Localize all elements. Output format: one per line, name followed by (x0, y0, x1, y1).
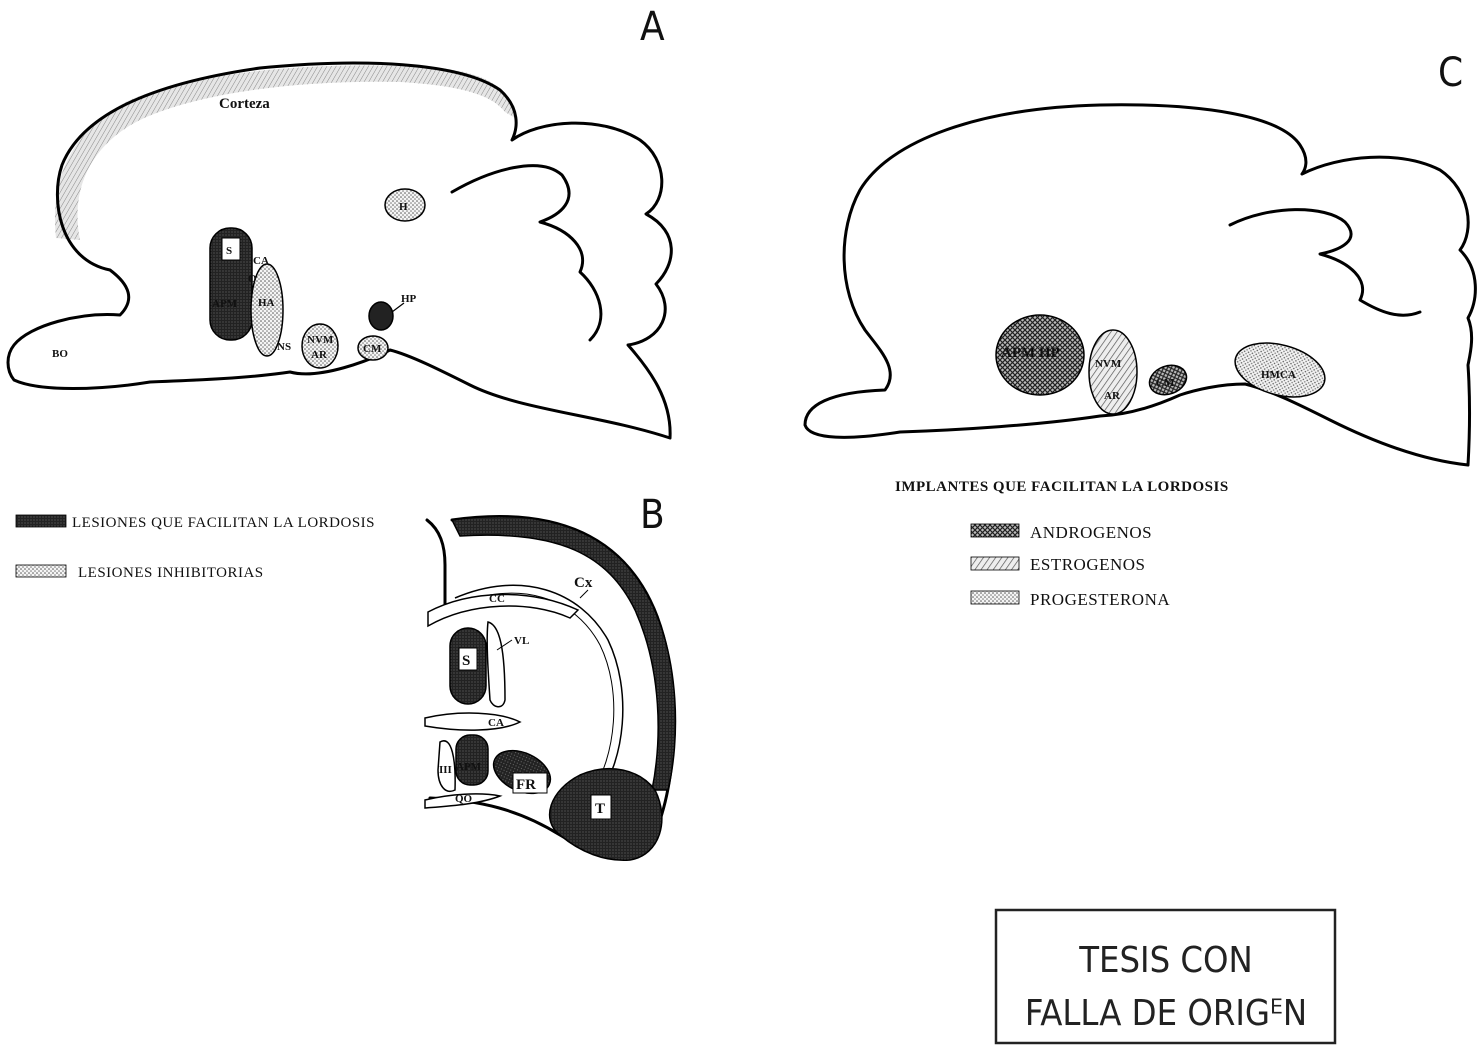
legend-implants-label-androgens: ANDROGENOS (1030, 523, 1152, 542)
panel-a-label-ns: NS (277, 341, 291, 353)
panel-c-brain-outline (805, 105, 1475, 465)
panel-c: C APM HP NVM AR CM HMCA (805, 50, 1475, 465)
panel-c-label-nvm: NVM (1095, 358, 1122, 370)
legend-lesions-label-inhibit: LESIONES INHIBITORIAS (78, 565, 264, 581)
legend-lesions-label-facilitate: LESIONES QUE FACILITAN LA LORDOSIS (72, 515, 375, 531)
panel-b-label-fr: FR (516, 777, 536, 793)
legend-lesions: LESIONES QUE FACILITAN LA LORDOSIS LESIO… (16, 515, 375, 581)
legend-implants-label-progesterone: PROGESTERONA (1030, 590, 1170, 609)
panel-b-label-vl: VL (514, 635, 529, 647)
panel-b-midline (427, 520, 445, 605)
panel-b-label-cx: Cx (574, 575, 593, 591)
panel-a-label-ar: AR (311, 349, 328, 361)
panel-a-cerebellum-fold (452, 166, 601, 340)
panel-b-label-t: T (595, 801, 605, 817)
panel-b-label-ca: CA (488, 717, 504, 729)
panel-a: A Corteza BO H S CA O APM HA NS NVM AR C… (8, 4, 671, 438)
thesis-stamp-line1: TESIS CON (1078, 940, 1253, 981)
panel-b-apm-region (456, 735, 488, 785)
legend-implants-swatch-androgens (971, 524, 1019, 537)
legend-implants-swatch-progesterone (971, 591, 1019, 604)
thesis-stamp: TESIS CON FALLA DE ORIGᴱN (996, 910, 1335, 1043)
panel-a-label-apm: APM (212, 298, 238, 310)
panel-a-label-s: S (226, 245, 232, 257)
panel-a-cortex-shading (55, 65, 515, 240)
panel-a-label-corteza: Corteza (219, 96, 270, 112)
panel-b-cx-leader (580, 590, 588, 598)
panel-a-letter: A (640, 4, 665, 50)
legend-implants-swatch-estrogens (971, 557, 1019, 570)
panel-c-label-ar: AR (1104, 390, 1121, 402)
panel-a-label-o: O (248, 273, 257, 285)
panel-c-cerebellum-fold (1230, 210, 1420, 316)
panel-c-label-apm-hp: APM HP (1001, 345, 1060, 361)
panel-c-letter: C (1438, 50, 1463, 96)
panel-a-label-cm: CM (363, 343, 382, 355)
panel-b-ca (425, 713, 520, 730)
legend-implants: IMPLANTES QUE FACILITAN LA LORDOSIS ANDR… (895, 479, 1229, 609)
panel-c-label-cm: CM (1156, 377, 1175, 389)
panel-a-label-bo: BO (52, 348, 68, 360)
panel-a-label-ha: HA (258, 297, 275, 309)
panel-b: B Cx CC VL S CA (425, 492, 675, 860)
panel-a-label-h: H (399, 201, 408, 213)
panel-a-nvm-region (302, 324, 338, 368)
panel-b-label-cc: CC (489, 593, 505, 605)
legend-lesions-swatch-dark (16, 515, 66, 527)
panel-a-label-ca: CA (253, 255, 269, 267)
panel-a-label-nvm: NVM (307, 334, 334, 346)
panel-b-label-qo: QO (455, 793, 473, 805)
thesis-stamp-line2: FALLA DE ORIGᴱN (1025, 993, 1307, 1034)
panel-c-label-hmca: HMCA (1261, 369, 1296, 381)
panel-b-label-apm: APM (456, 761, 482, 773)
panel-b-letter: B (640, 492, 665, 538)
legend-lesions-swatch-dots (16, 565, 66, 577)
panel-b-label-s: S (462, 653, 470, 669)
legend-implants-label-estrogens: ESTROGENOS (1030, 555, 1146, 574)
panel-a-label-hp: HP (401, 293, 417, 305)
panel-b-label-iii: III (439, 764, 452, 776)
legend-implants-title: IMPLANTES QUE FACILITAN LA LORDOSIS (895, 479, 1229, 495)
panel-a-hp-region (369, 302, 393, 330)
panel-b-vl (487, 622, 505, 707)
